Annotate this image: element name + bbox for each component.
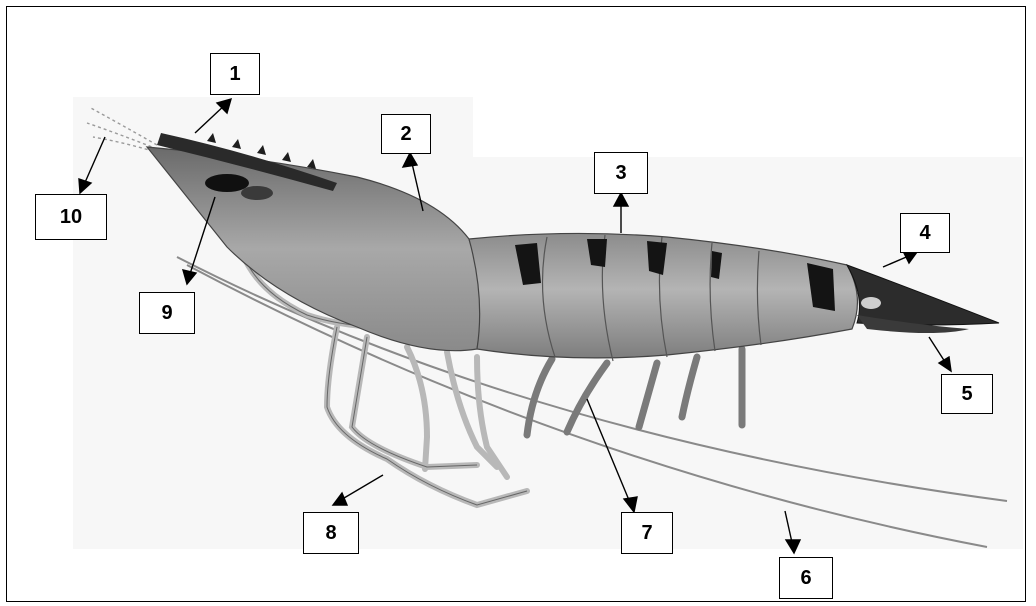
- label-6: 6: [779, 557, 833, 599]
- diagram-frame: 1 2 3 4 5 6 7 8 9 10: [6, 6, 1026, 602]
- label-10: 10: [35, 194, 107, 240]
- label-7: 7: [621, 512, 673, 554]
- eye-stalk: [241, 186, 273, 200]
- label-3: 3: [594, 152, 648, 194]
- label-8: 8: [303, 512, 359, 554]
- telson-spot: [861, 297, 881, 309]
- eye: [205, 174, 249, 192]
- label-9: 9: [139, 292, 195, 334]
- label-2: 2: [381, 114, 431, 154]
- label-1: 1: [210, 53, 260, 95]
- label-5: 5: [941, 374, 993, 414]
- label-4: 4: [900, 213, 950, 253]
